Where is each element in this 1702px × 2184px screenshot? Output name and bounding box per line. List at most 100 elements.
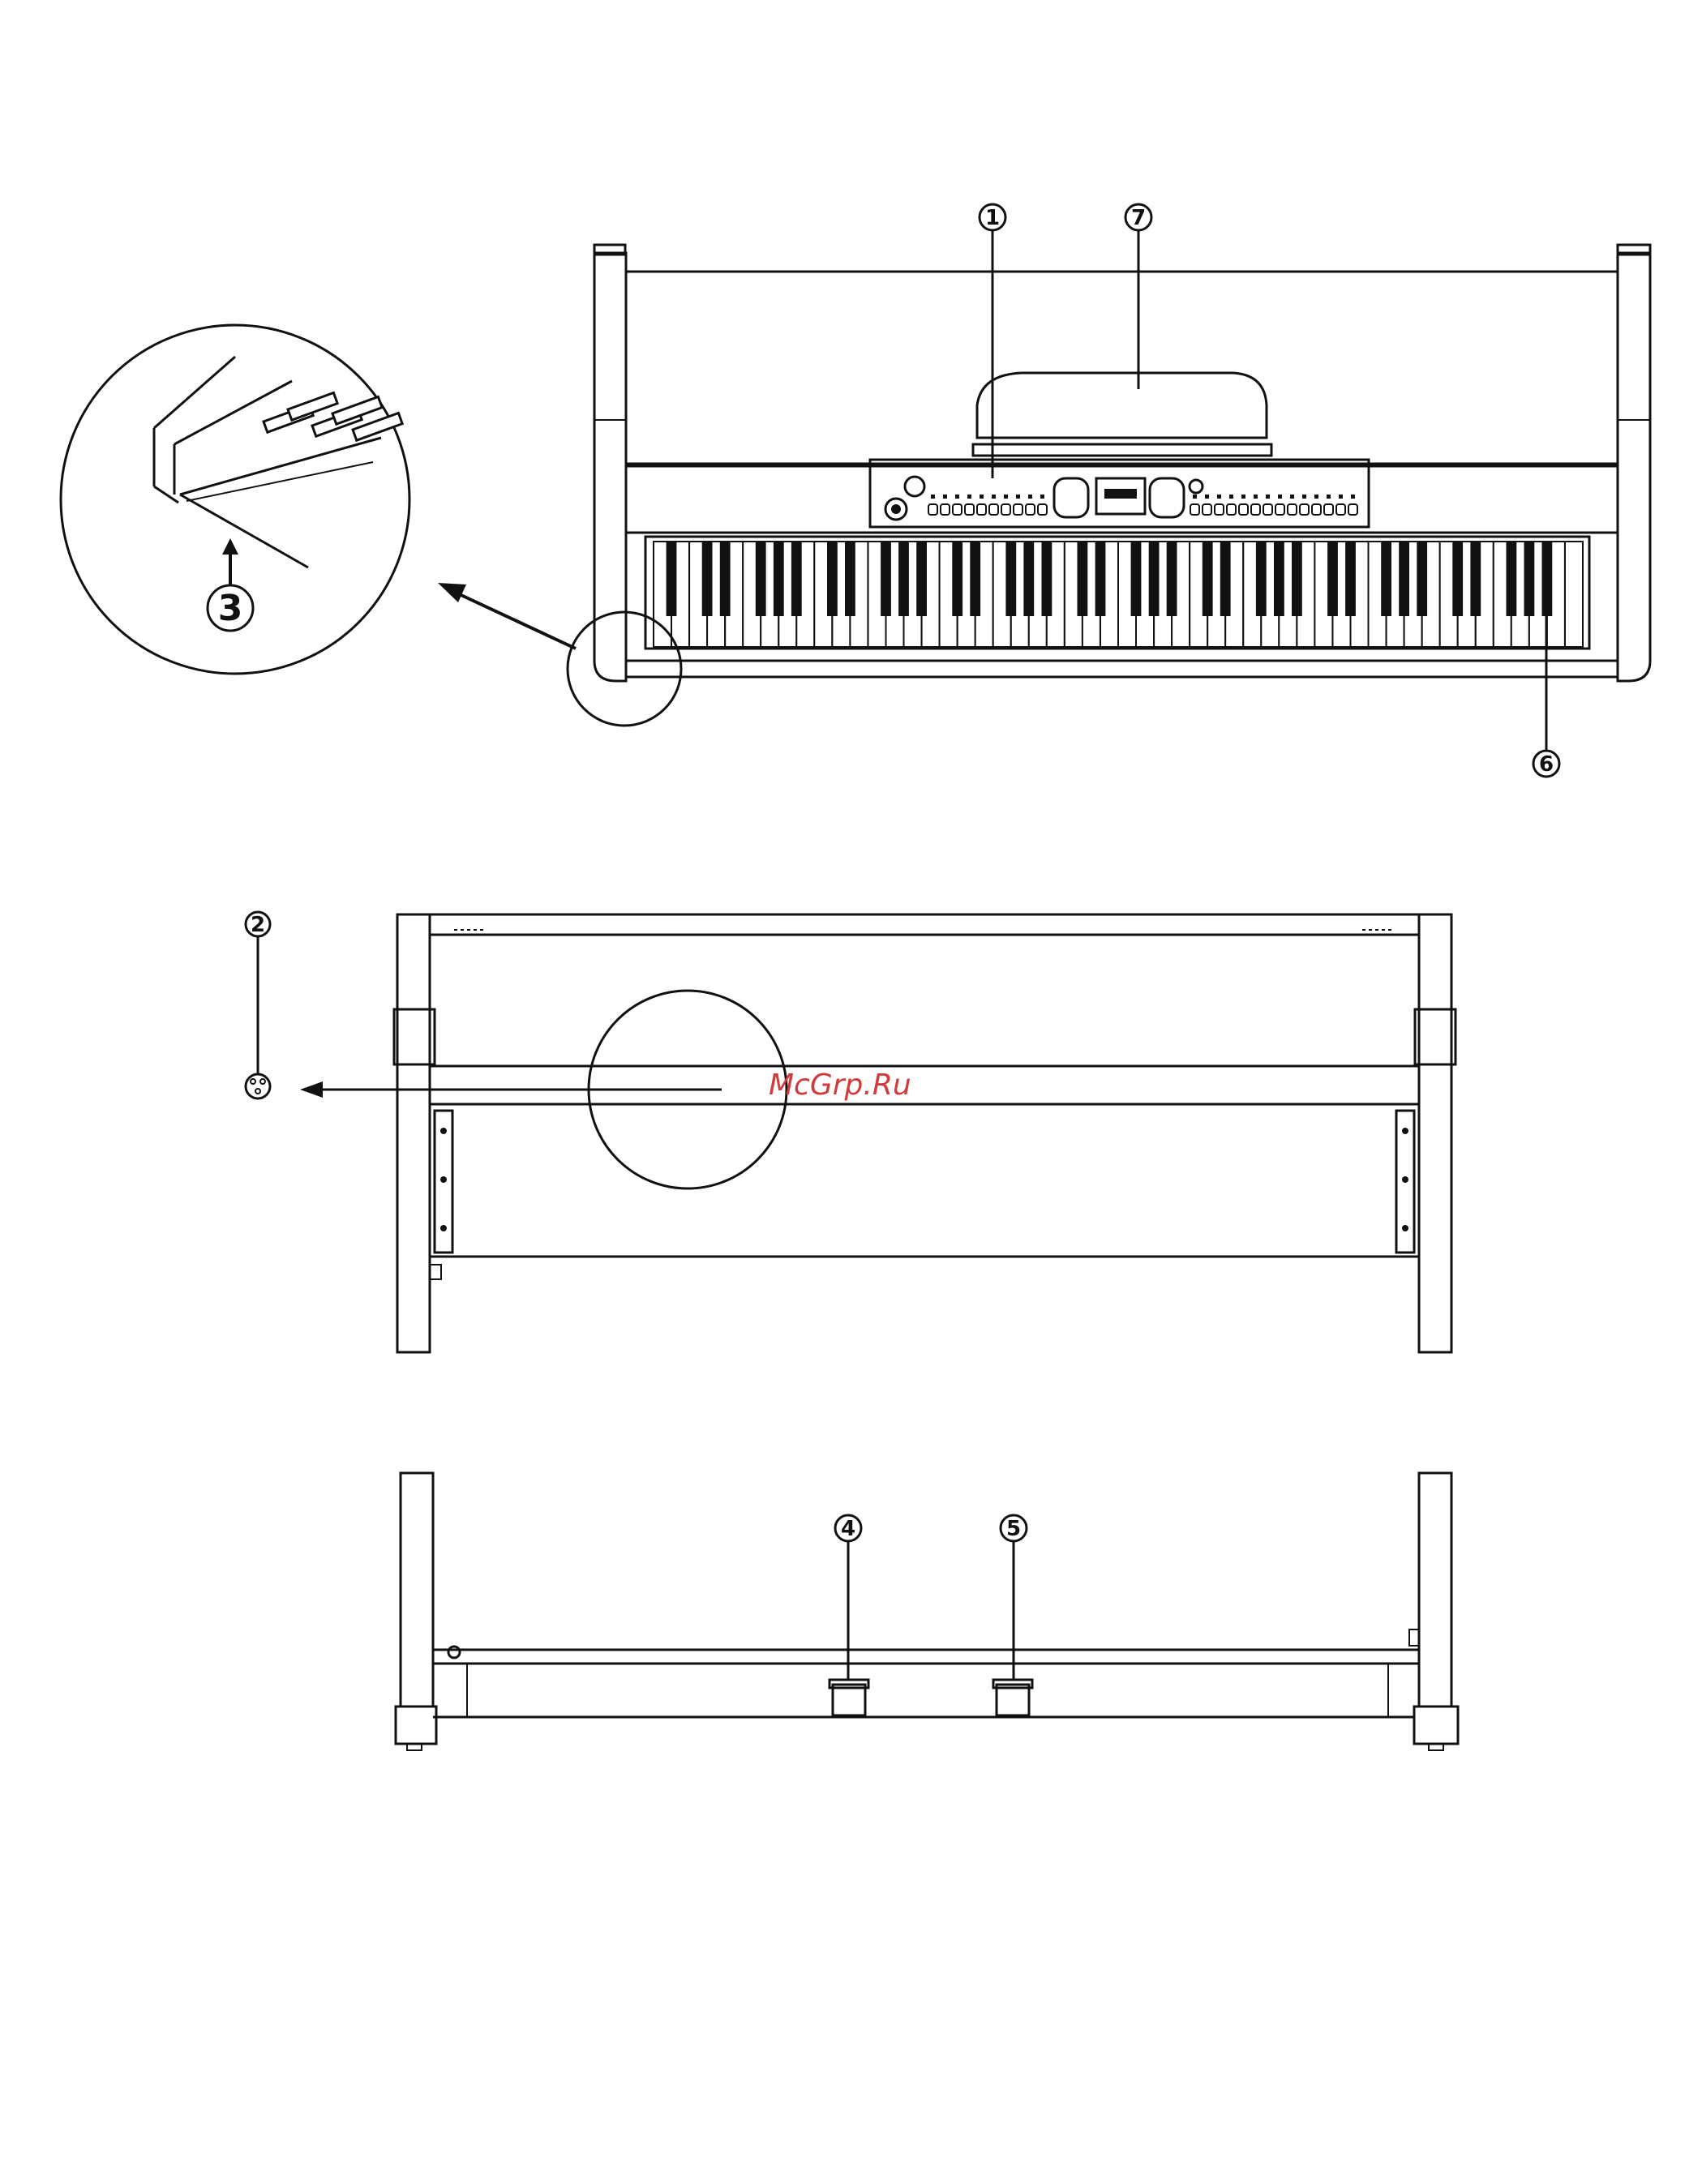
panel-indicator: [943, 495, 947, 499]
panel-indicator: [1327, 495, 1331, 499]
panel-button[interactable]: [1288, 504, 1297, 515]
right-side-post: [1618, 253, 1650, 681]
panel-indicator: [1339, 495, 1343, 499]
panel-button[interactable]: [1227, 504, 1236, 515]
panel-indicator: [1278, 495, 1282, 499]
black-key: [667, 542, 677, 616]
panel-indicator: [1302, 495, 1306, 499]
callout-5-label: 5: [1006, 1517, 1021, 1541]
black-key: [1095, 542, 1106, 616]
panel-button[interactable]: [1190, 504, 1199, 515]
black-key: [916, 542, 927, 616]
black-key: [1203, 542, 1213, 616]
panel-button[interactable]: [1348, 504, 1357, 515]
callout-2-label: 2: [251, 913, 265, 937]
pedal-soft[interactable]: [833, 1685, 865, 1715]
piano-front-view: [594, 245, 1650, 681]
black-key: [720, 542, 731, 616]
black-key: [1220, 542, 1231, 616]
panel-button[interactable]: [1275, 504, 1284, 515]
zoom-arrow: [454, 592, 576, 649]
panel-button[interactable]: [953, 504, 962, 515]
connector-icon: [246, 1074, 270, 1098]
panel-indicator: [1266, 495, 1270, 499]
control-panel-frame: [626, 466, 1618, 533]
right-leg-bracket: [1415, 1009, 1455, 1064]
black-key: [1524, 542, 1535, 616]
panel-button[interactable]: [1215, 504, 1224, 515]
panel-indicator: [955, 495, 959, 499]
right-dial-icon: [1150, 478, 1184, 517]
zoom-target-circle: [568, 612, 681, 726]
panel-button-row-right: [1190, 495, 1357, 515]
black-key: [1023, 542, 1034, 616]
callout-1-label: 1: [985, 206, 1000, 230]
white-key: [1565, 542, 1583, 647]
panel-button-row-left: [928, 495, 1047, 515]
panel-button[interactable]: [1038, 504, 1047, 515]
black-key: [1274, 542, 1284, 616]
black-key: [1167, 542, 1177, 616]
panel-button[interactable]: [989, 504, 998, 515]
panel-indicator: [980, 495, 984, 499]
panel-button[interactable]: [1203, 504, 1211, 515]
panel-button[interactable]: [1312, 504, 1321, 515]
panel-button[interactable]: [1263, 504, 1272, 515]
black-key: [756, 542, 766, 616]
black-key: [1452, 542, 1463, 616]
panel-button[interactable]: [965, 504, 974, 515]
panel-indicator: [1241, 495, 1245, 499]
left-leg: [397, 914, 430, 1352]
right-leg: [1419, 914, 1451, 1352]
panel-indicator: [931, 495, 935, 499]
black-key: [1417, 542, 1427, 616]
panel-button[interactable]: [1336, 504, 1345, 515]
right-foot: [1414, 1707, 1458, 1744]
panel-button[interactable]: [1300, 504, 1309, 515]
panel-indicator: [1254, 495, 1258, 499]
piano-keys: [654, 542, 1583, 647]
callout-4-label: 4: [841, 1517, 855, 1541]
callout-7-label: 7: [1131, 206, 1146, 230]
black-key: [845, 542, 855, 616]
panel-indicator: [1205, 495, 1209, 499]
watermark: McGrp.Ru: [769, 1068, 911, 1102]
panel-button[interactable]: [977, 504, 986, 515]
music-rest-ledge: [973, 444, 1271, 456]
panel-button[interactable]: [928, 504, 937, 515]
panel-button[interactable]: [1251, 504, 1260, 515]
panel-button[interactable]: [1324, 504, 1333, 515]
black-key: [1078, 542, 1088, 616]
panel-indicator: [1193, 495, 1197, 499]
black-key: [1507, 542, 1517, 616]
black-key: [1005, 542, 1016, 616]
black-key: [1381, 542, 1391, 616]
black-key: [1399, 542, 1409, 616]
panel-button[interactable]: [1026, 504, 1035, 515]
stand-front-view: [396, 1473, 1458, 1750]
panel-indicator: [1290, 495, 1294, 499]
black-key: [1327, 542, 1338, 616]
black-key: [1292, 542, 1302, 616]
black-key: [1470, 542, 1481, 616]
black-key: [1149, 542, 1160, 616]
panel-indicator: [1217, 495, 1221, 499]
panel-indicator: [1229, 495, 1233, 499]
panel-button[interactable]: [941, 504, 950, 515]
power-knob-icon: [905, 477, 924, 496]
black-key: [791, 542, 802, 616]
panel-button[interactable]: [1239, 504, 1248, 515]
panel-button[interactable]: [1014, 504, 1022, 515]
panel-button[interactable]: [1001, 504, 1010, 515]
panel-indicator: [1314, 495, 1318, 499]
left-foot: [396, 1707, 436, 1744]
right-front-leg: [1419, 1473, 1451, 1707]
left-front-leg: [401, 1473, 433, 1707]
pedal-sustain[interactable]: [997, 1685, 1029, 1715]
black-key: [1345, 542, 1356, 616]
black-key: [952, 542, 962, 616]
black-key: [774, 542, 784, 616]
black-key: [970, 542, 980, 616]
music-rest: [977, 373, 1267, 438]
panel-indicator: [1004, 495, 1008, 499]
